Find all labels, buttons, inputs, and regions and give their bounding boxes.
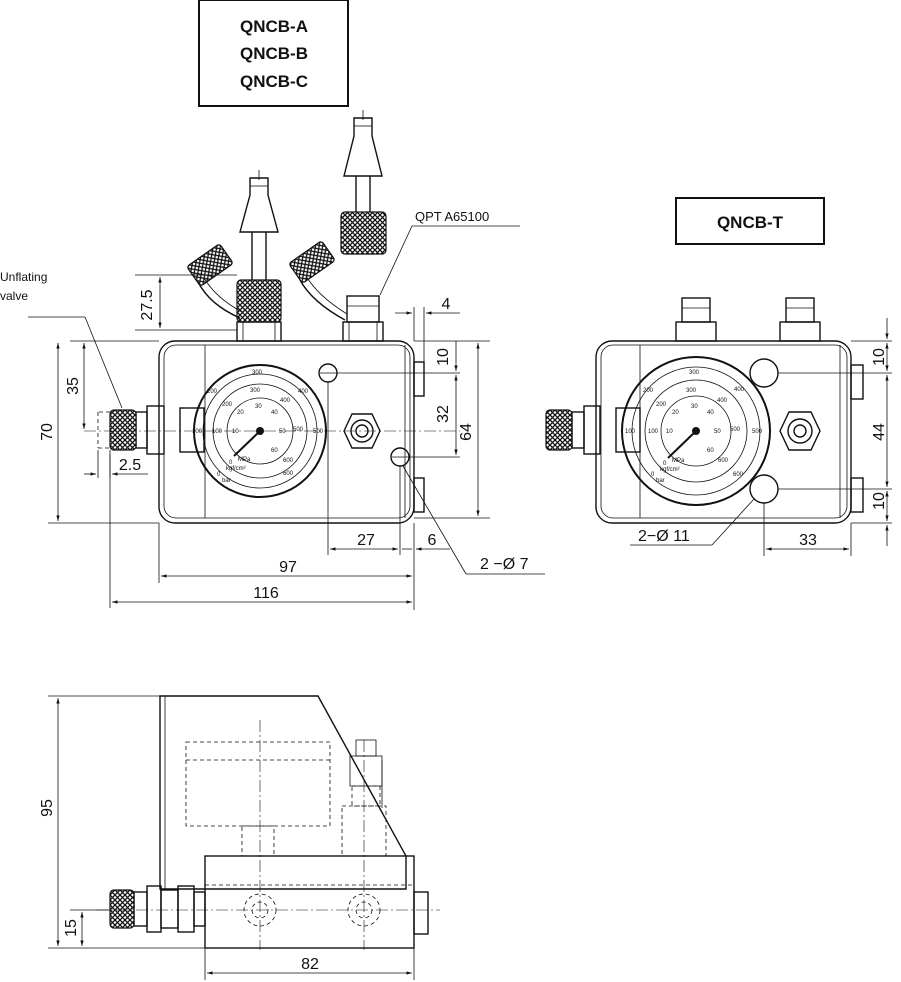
model-box-t: QNCB-T [675, 197, 825, 245]
t-gauge-inner-40: 40 [707, 410, 714, 416]
gauge-unit-bar: bar [222, 478, 231, 484]
model-box-abc: QNCB-A QNCB-B QNCB-C [198, 0, 349, 107]
t-gauge-outer-300: 300 [689, 370, 700, 376]
gauge-zero-inner: 0 [229, 460, 233, 466]
t-gauge-inner-50: 50 [714, 429, 721, 435]
dim-6: 6 [428, 532, 437, 549]
gauge-outer-600: 600 [283, 471, 294, 477]
gauge-mid-300: 300 [250, 388, 261, 394]
model-label-a: QNCB-A [240, 17, 308, 36]
gauge-outer-500: 500 [313, 429, 324, 435]
t-gauge-inner-10: 10 [666, 429, 673, 435]
t-gauge-outer-200: 200 [643, 388, 654, 394]
t-gauge-inner-30: 30 [691, 404, 698, 410]
callout-qpt: QPT A65100 [415, 209, 489, 224]
t-gauge-mid-200: 200 [656, 402, 667, 408]
dim-97: 97 [279, 559, 297, 576]
dim-10-front: 10 [435, 348, 452, 366]
t-gauge-mid-600: 600 [718, 458, 729, 464]
gauge-outer-200: 200 [207, 389, 218, 395]
dim-t-10-bottom: 10 [871, 492, 888, 510]
dim-t-33: 33 [799, 532, 817, 549]
model-label-t: QNCB-T [717, 213, 784, 232]
t-gauge-outer-600: 600 [733, 472, 744, 478]
t-gauge-unit-kgf: kgf/cm² [660, 467, 680, 473]
t-gauge-outer-500: 500 [752, 429, 763, 435]
t-gauge-unit-mpa: MPa [672, 458, 685, 464]
t-view: 100 200 300 400 500 600 100 200 300 400 … [545, 297, 892, 556]
gauge-inner-60: 60 [271, 448, 278, 454]
dim-t-10-top: 10 [871, 348, 888, 366]
gauge-inner-20: 20 [237, 410, 244, 416]
model-label-c: QNCB-C [240, 72, 308, 91]
t-gauge-zero-outer: 0 [651, 472, 655, 478]
t-gauge-mid-100: 100 [648, 429, 659, 435]
callout-holes-11: 2−Ø 11 [638, 528, 690, 545]
callout-unflating-1: Unflating [0, 270, 47, 284]
gauge-zero-outer: 0 [217, 472, 221, 478]
dim-2-5: 2.5 [119, 457, 141, 474]
t-gauge-mid-500: 500 [730, 427, 741, 433]
dim-116: 116 [253, 585, 279, 602]
gauge-outer-100: 100 [192, 429, 203, 435]
callout-holes-7: 2 −Ø 7 [480, 556, 529, 573]
gauge-inner-40: 40 [271, 410, 278, 416]
gauge-mid-500: 500 [293, 427, 304, 433]
gauge-outer-300: 300 [252, 370, 263, 376]
t-gauge-mid-400: 400 [717, 398, 728, 404]
dim-32: 32 [435, 405, 452, 423]
t-gauge-outer-100: 100 [625, 429, 636, 435]
dim-t-44: 44 [871, 423, 888, 441]
dim-27-5: 27.5 [139, 289, 156, 320]
dim-64: 64 [458, 423, 475, 441]
t-gauge-outer-400: 400 [734, 387, 745, 393]
gauge-mid-100: 100 [212, 429, 223, 435]
gauge-mid-600: 600 [283, 458, 294, 464]
callout-unflating-2: valve [0, 289, 28, 303]
dim-35: 35 [65, 377, 82, 395]
t-gauge-mid-300: 300 [686, 388, 697, 394]
gauge-unit-mpa: MPa [238, 457, 251, 463]
gauge-inner-50: 50 [279, 429, 286, 435]
gauge-inner-30: 30 [255, 404, 262, 410]
gauge-inner-10: 10 [232, 429, 239, 435]
dim-15: 15 [63, 919, 80, 937]
front-view: 100 200 300 400 500 600 100 200 300 400 … [0, 110, 545, 610]
t-gauge-inner-20: 20 [672, 410, 679, 416]
gauge-unit-kgf: kgf/cm² [226, 466, 246, 472]
dim-95: 95 [39, 799, 56, 817]
t-gauge-inner-60: 60 [707, 448, 714, 454]
gauge-mid-200: 200 [222, 402, 233, 408]
dim-82: 82 [301, 956, 319, 973]
t-gauge-unit-bar: bar [656, 478, 665, 484]
gauge-mid-400: 400 [280, 398, 291, 404]
dim-4: 4 [442, 296, 451, 313]
dim-70: 70 [39, 423, 56, 441]
gauge-outer-400: 400 [298, 389, 309, 395]
model-label-b: QNCB-B [240, 44, 308, 63]
t-gauge-zero-inner: 0 [663, 461, 667, 467]
side-view: 95 15 82 [39, 695, 440, 980]
dim-27: 27 [357, 532, 375, 549]
